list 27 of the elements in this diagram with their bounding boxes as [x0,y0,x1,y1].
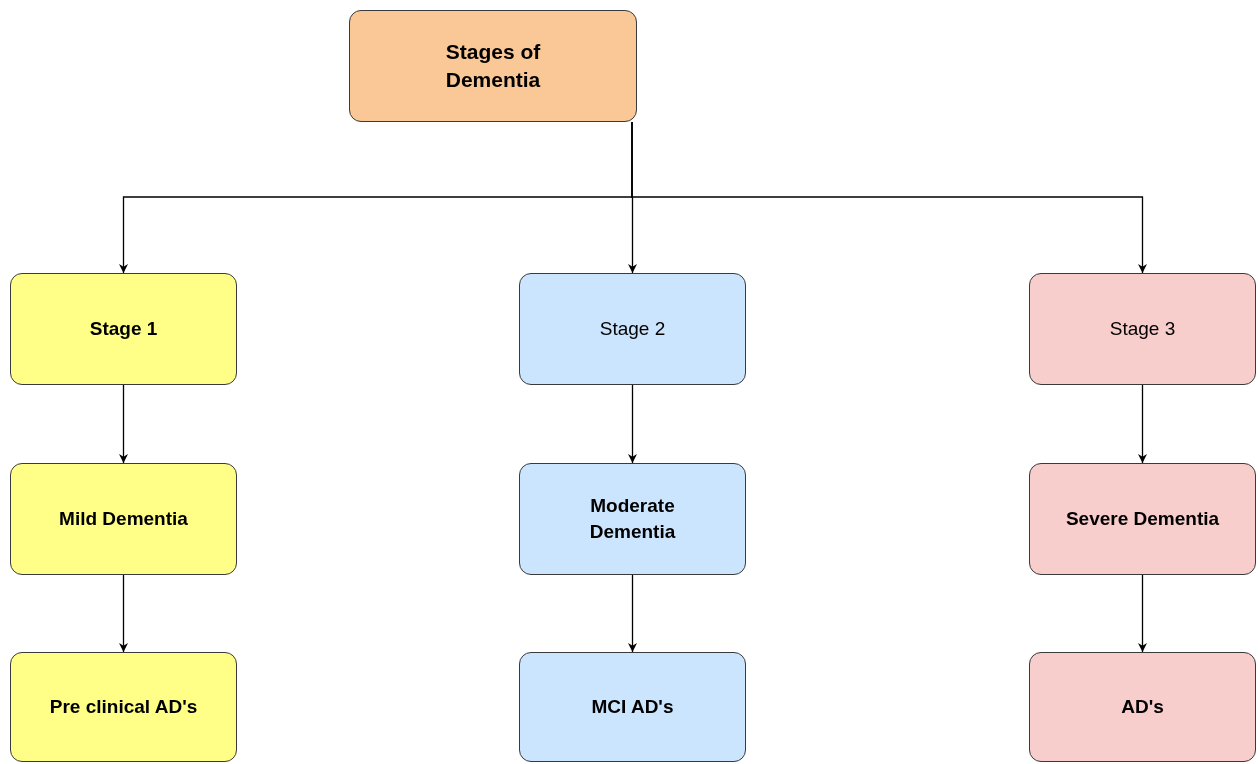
rounded-box [1029,463,1256,575]
box-label: AD's [1121,695,1164,720]
arrow [631,121,1147,274]
arrow [628,384,637,464]
box-label: Severe Dementia [1065,507,1220,532]
arrow [1138,384,1147,464]
rounded-box [10,652,237,762]
box-label: Moderate Dementia [588,494,677,544]
rounded-box [10,273,237,385]
box-label: MCI AD's [591,695,674,720]
box-label: Stage 3 [1109,317,1176,342]
rounded-box [1029,273,1256,385]
arrow [1138,574,1147,653]
rounded-box [349,10,637,122]
arrow [119,574,128,653]
box-label: Stages of Dementia [444,38,542,93]
box-label: Stage 1 [89,317,158,342]
box-label: Mild Dementia [59,507,188,532]
rounded-box [1029,652,1256,762]
rounded-box [10,463,237,575]
arrow [628,574,637,653]
rounded-box [519,652,746,762]
box-label: Stage 2 [599,317,666,342]
arrow [119,384,128,464]
rounded-box [519,463,746,575]
box-label: Pre clinical AD's [49,695,198,720]
rounded-box [519,273,746,385]
